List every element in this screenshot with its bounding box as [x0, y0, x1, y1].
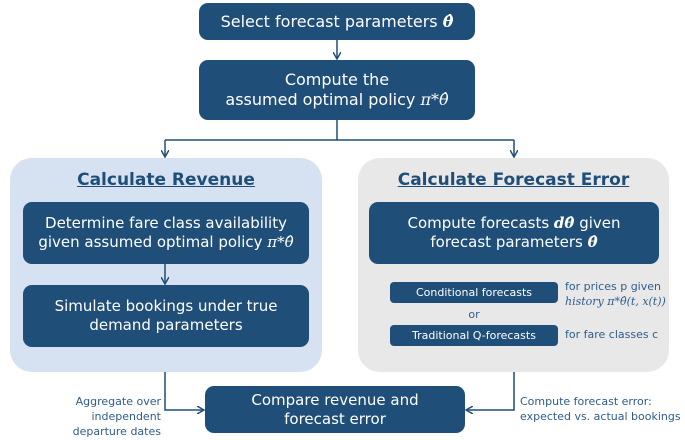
traditional-forecasts-box: Traditional Q-forecasts [390, 325, 558, 346]
traditional-forecasts-note: for fare classes c [565, 328, 659, 341]
forecast-error-note: Compute forecast error: expected vs. act… [520, 395, 684, 425]
arrow-error-to-compare [467, 372, 515, 410]
select-forecast-parameters-box: Select forecast parameters θ̂ [199, 3, 475, 40]
compare-line2: forecast error [284, 409, 386, 428]
select-params-text: Select forecast parameters [220, 11, 443, 31]
simulate-line2: demand parameters [89, 316, 243, 334]
or-text: or [468, 308, 480, 321]
compute-forecasts-line1a: Compute forecasts [407, 214, 554, 233]
compute-policy-box: Compute the assumed optimal policy π*θ̂ [199, 60, 475, 120]
compute-forecasts-line2: forecast parameters [430, 233, 588, 251]
compute-forecasts-line1b: given [574, 214, 621, 233]
theta-hat-symbol-2: θ̂ [587, 233, 598, 251]
conditional-note-line1: for prices p given [565, 280, 661, 293]
aggregate-note: Aggregate over independent departure dat… [3, 395, 161, 440]
conditional-forecasts-note: for prices p given history π*θ̂(t, x(t)) [565, 280, 669, 310]
fare-availability-line2: given assumed optimal policy [38, 233, 268, 251]
compute-policy-line2: assumed optimal policy [225, 90, 421, 109]
aggregate-note-line2: departure dates [72, 424, 161, 438]
policy-symbol-2: π*θ̂ [267, 233, 294, 251]
fare-availability-line1: Determine fare class availability [45, 214, 287, 233]
conditional-note-line2: history π*θ̂(t, x(t)) [565, 294, 666, 308]
theta-hat-symbol: θ̂ [442, 11, 454, 31]
forecast-error-panel-title: Calculate Forecast Error [397, 170, 630, 190]
fare-availability-box: Determine fare class availability given … [23, 202, 309, 264]
compute-policy-line1: Compute the [284, 70, 390, 89]
policy-symbol: π*θ̂ [420, 90, 449, 109]
forecast-error-note-line1: Compute forecast error: [520, 395, 652, 408]
conditional-forecasts-box: Conditional forecasts [390, 282, 558, 303]
d-theta-symbol: dθ̂ [553, 214, 575, 233]
simulate-line1: Simulate bookings under true [54, 297, 278, 316]
revenue-panel-title: Calculate Revenue [77, 170, 255, 190]
arrow-revenue-to-compare [164, 372, 203, 410]
compute-forecasts-box: Compute forecasts dθ̂ given forecast par… [369, 202, 659, 264]
compare-line1: Compare revenue and [251, 390, 419, 409]
compare-box: Compare revenue and forecast error [205, 386, 465, 433]
forecast-error-note-line2: expected vs. actual bookings [520, 409, 681, 423]
aggregate-note-line1: Aggregate over independent [75, 395, 161, 423]
simulate-bookings-box: Simulate bookings under true demand para… [23, 285, 309, 347]
